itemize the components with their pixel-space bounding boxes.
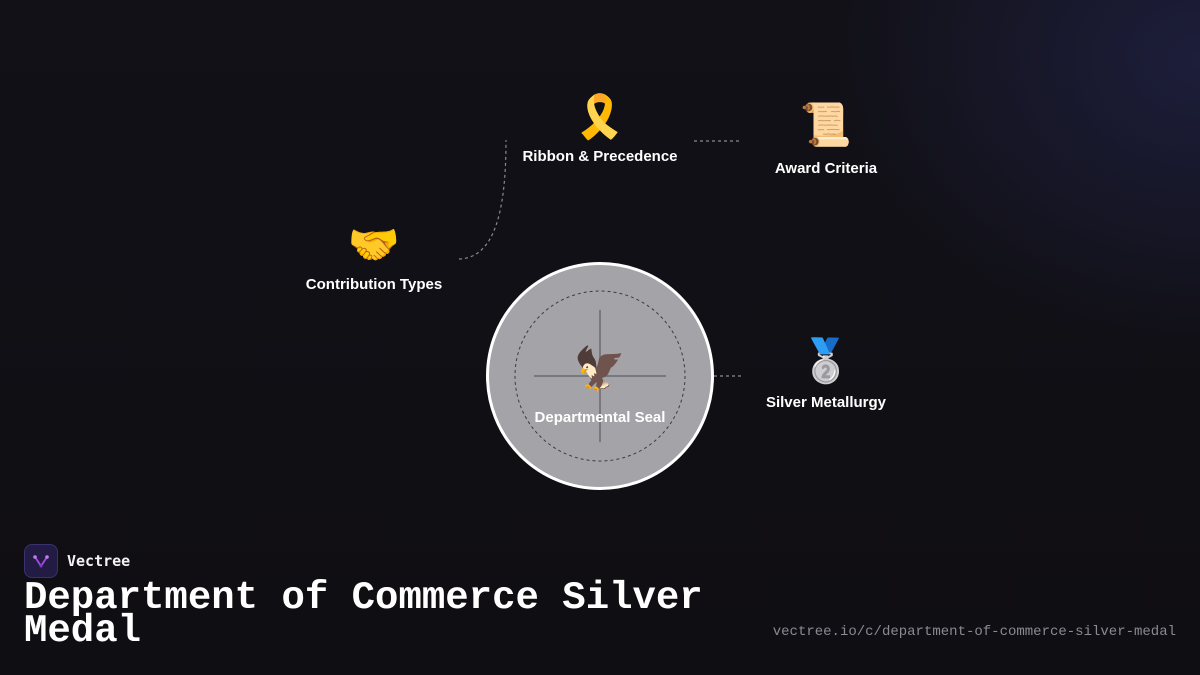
- eagle-icon: 🦅: [573, 344, 627, 393]
- seal-crosshair: [514, 290, 686, 462]
- brand-name: Vectree: [67, 552, 131, 570]
- silver-medal-icon: 🥈: [799, 336, 853, 385]
- silver-metallurgy-label: Silver Metallurgy: [765, 394, 887, 411]
- contribution-types-label: Contribution Types: [305, 276, 443, 293]
- ribbon-icon: 🎗️: [573, 92, 627, 141]
- departmental-seal-node[interactable]: [486, 262, 714, 490]
- ribbon-precedence-label: Ribbon & Precedence: [522, 148, 678, 165]
- contribution-types-node[interactable]: 🤝 Contribution Types: [284, 220, 464, 293]
- page-url[interactable]: vectree.io/c/department-of-commerce-silv…: [772, 624, 1176, 640]
- departmental-seal-label: Departmental Seal: [534, 409, 666, 426]
- connector-contrib-ribbon: [458, 139, 507, 260]
- silver-metallurgy-node[interactable]: 🥈 Silver Metallurgy: [736, 336, 916, 411]
- handshake-icon: 🤝: [347, 220, 401, 269]
- page-title: Department of Commerce Silver Medal: [24, 576, 703, 653]
- scroll-icon: 📜: [799, 100, 853, 149]
- award-criteria-node[interactable]: 📜 Award Criteria: [736, 100, 916, 177]
- brand[interactable]: Vectree: [24, 544, 130, 578]
- award-criteria-label: Award Criteria: [774, 160, 878, 177]
- ribbon-precedence-node[interactable]: 🎗️ Ribbon & Precedence: [500, 92, 700, 165]
- vectree-logo-icon: [24, 544, 58, 578]
